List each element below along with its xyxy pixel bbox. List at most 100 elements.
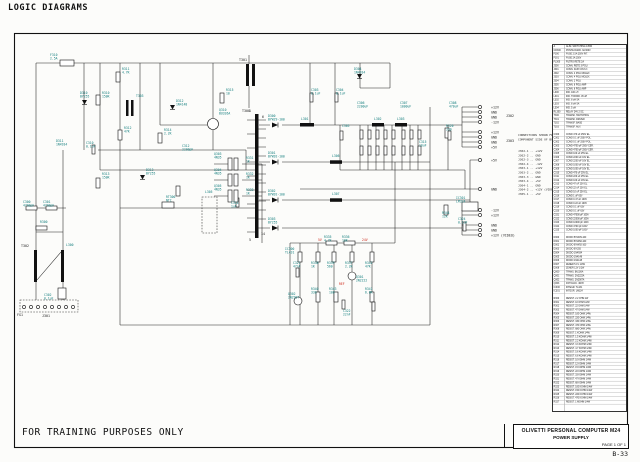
part-ref: D306 (553, 258, 565, 263)
part-ref: C308 (553, 163, 565, 167)
part-ref: C319 (553, 205, 565, 210)
part-desc: TRANSF. DRIVER (565, 118, 585, 121)
filter-symbol (57, 287, 67, 300)
part-desc: PONTE RADD. 3A 600V (565, 49, 591, 52)
parts-table-row (553, 293, 626, 297)
part-desc: FOTOACC. 4N35 (565, 282, 584, 285)
part-desc: DIODO BYW92-100 (565, 243, 587, 247)
part-ref: FL300 (553, 60, 565, 64)
part-desc: COND 2200 uF 16V EL. (565, 156, 591, 159)
note-line: COMPONENT SIDE OF BOARD (518, 138, 558, 142)
part-ref: C316 (553, 194, 565, 198)
pin-label: GND (491, 136, 497, 140)
part-ref: C324 (553, 224, 565, 229)
part-desc: COND 22000 pF 100V (565, 217, 589, 220)
part-ref: L301 (553, 94, 565, 99)
pin-label: +5V (491, 159, 497, 163)
part-desc: CONN. 6 POLI AMP (565, 83, 587, 86)
pin-label: GND (491, 111, 497, 115)
title-block-subtitle: POWER SUPPLY (553, 435, 589, 440)
part-desc: FUSE 2.5A 250V RIT. (565, 52, 588, 56)
component-label: T303 (136, 94, 144, 98)
part-ref (553, 129, 565, 133)
part-desc: ZENER 5.1V 1/2W (565, 263, 585, 266)
part-desc: RESIST. 5.6 KOHM 1/4W (565, 350, 592, 354)
note-line: CONNECTIONS SHOWN FROM (518, 133, 557, 137)
part-desc: CONN. 2 POLI (565, 79, 581, 83)
page-title: LOGIC DIAGRAMS (8, 3, 89, 13)
part-ref: C309 (553, 167, 565, 171)
part-ref (553, 407, 565, 411)
part-desc: COND 1000 pF 100V (565, 228, 588, 232)
part-ref: C323 (553, 220, 565, 225)
page-ref: B-33 (612, 450, 628, 458)
part-desc: CONN. 6 POLI AMP (565, 87, 587, 90)
pin-label: 6 (262, 115, 264, 119)
part-desc: TRANS. BU326A (565, 270, 584, 274)
part-ref: R325 (553, 392, 565, 397)
part-desc: COND 2200 uF 16V EL. (565, 159, 591, 163)
part-desc: DIODO 1N4934 (565, 251, 582, 254)
note-line: J305-1 .. +5V (518, 192, 541, 196)
part-desc: TRANS. 2N2222A (565, 274, 585, 277)
pin-label: FG1 (17, 313, 23, 317)
part-ref: C318 (553, 201, 565, 206)
part-ref: F301 (553, 56, 565, 60)
part-ref: R312 (553, 342, 565, 347)
sheet-border (13, 32, 629, 449)
transformer-bars (34, 64, 407, 282)
part-desc: COND 100 uF 16V EL. (565, 179, 590, 182)
part-desc: RESIST. 10 KOHM 1/4W (565, 358, 592, 361)
component-label: L306 (332, 154, 340, 158)
part-desc: COND 0.22 uF 100V (565, 202, 587, 205)
part-desc: CONN. FAST-ON 6.3 (565, 68, 588, 71)
part-ref: D308 (553, 266, 565, 271)
pin-label: J301 (42, 314, 50, 318)
